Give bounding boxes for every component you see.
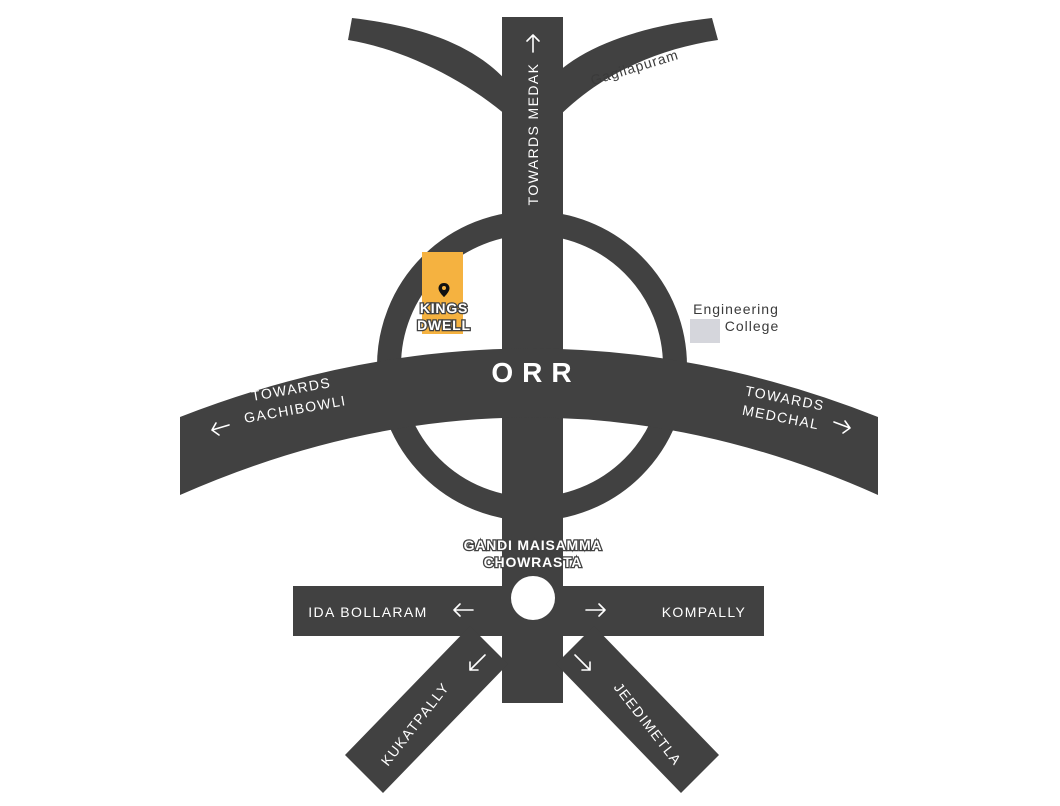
towards-medak-label: TOWARDS MEDAK [525,63,541,206]
southeast-arrow-icon [574,654,591,671]
southeast-diagonal-road [556,626,719,793]
upper-right-road [540,18,718,128]
left-arrow-icon [453,603,474,617]
right-arrow-icon [585,603,606,617]
orr-road-band [180,348,878,495]
gandi-maisamma-label-line1: GANDI MAISAMMA [464,537,603,553]
kompally-label: KOMPALLY [662,604,747,620]
engineering-college-label-line1: Engineering [693,301,779,317]
kings-dwell-label-line2: DWELL [417,317,471,333]
engineering-college-label-line2: College [725,318,779,334]
southwest-arrow-icon [469,654,486,671]
east-arrow-icon [833,420,851,434]
engineering-college-block [690,319,720,343]
southwest-diagonal-road [345,626,508,793]
kings-dwell-label-line1: KINGS [420,300,468,316]
roundabout [511,576,555,620]
location-pin-icon [438,283,450,297]
ida-bollaram-label: IDA BOLLARAM [308,604,428,620]
north-arrow-icon [526,34,540,53]
upper-left-road [348,18,520,128]
orr-label: ORR [491,357,580,388]
gandi-maisamma-label-line2: CHOWRASTA [484,554,583,570]
west-arrow-icon [211,422,230,436]
